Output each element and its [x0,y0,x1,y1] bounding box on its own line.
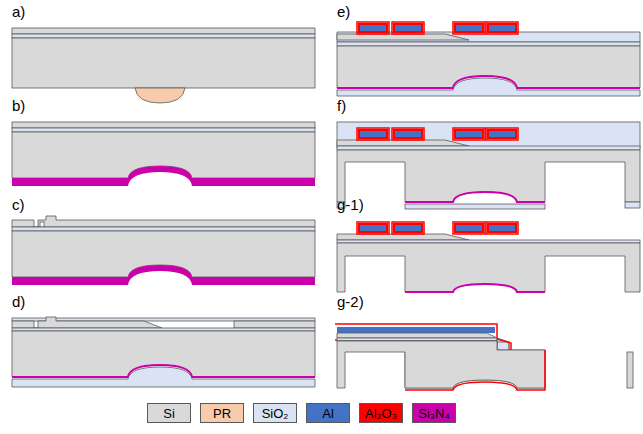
step-label: g-2) [337,293,364,310]
legend-text: PR [213,406,231,421]
legend-text: Al [322,406,334,421]
legend: Si PR SiO₂ Al Al₂O₃ Si₃N₄ [147,403,456,423]
legend-swatch: Si [147,403,191,423]
step-e [337,22,640,96]
step-d [12,317,315,387]
legend-text: SiO₂ [262,406,289,421]
legend-swatch: SiO₂ [253,403,297,423]
step-label: f) [337,97,346,114]
legend-swatch: Al [306,403,350,423]
legend-swatch: Al₂O₃ [359,403,403,423]
legend-text: Al₂O₃ [365,406,397,421]
step-g2 [335,324,633,390]
step-a [12,28,315,103]
step-label: d) [12,293,25,310]
legend-text: Si₃N₄ [418,406,450,421]
step-label: c) [12,196,25,213]
step-b [12,122,315,186]
step-g1 [337,222,640,292]
step-f [337,122,640,209]
step-label: g-1) [337,196,364,213]
legend-text: Si [163,406,175,421]
step-label: b) [12,97,25,114]
step-label: a) [12,3,25,20]
legend-swatch: PR [200,403,244,423]
step-c [12,216,315,285]
legend-swatch: Si₃N₄ [412,403,456,423]
step-label: e) [337,3,350,20]
